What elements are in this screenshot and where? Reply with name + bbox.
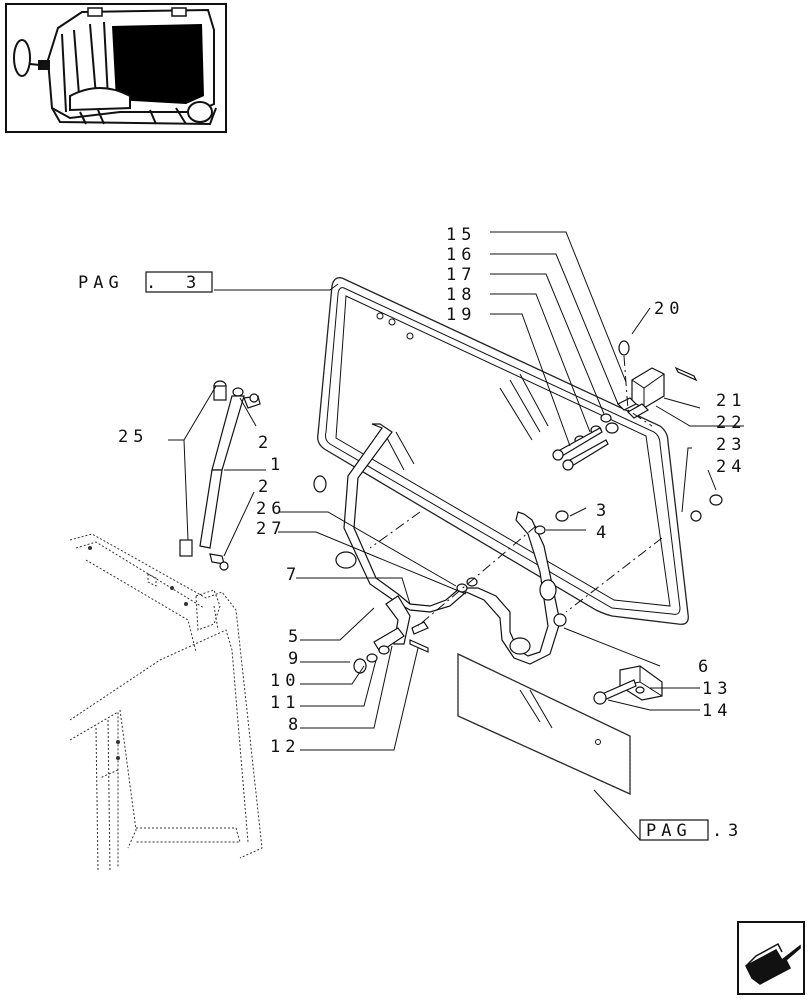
label-1: 1 [270, 455, 285, 475]
label-27: 27 [256, 519, 286, 539]
label-17: 17 [446, 265, 476, 285]
label-20: 20 [654, 299, 684, 319]
callout-labels: 15 16 17 18 19 20 21 22 23 24 25 2 1 2 2… [118, 225, 746, 757]
page-ref-bottom-prefix: PAG [646, 821, 692, 841]
next-page-arrow-icon[interactable] [737, 921, 805, 995]
page-ref-top-num: 3 [186, 273, 201, 293]
label-2-lower: 2 [258, 477, 273, 497]
label-21: 21 [716, 391, 746, 411]
label-24: 24 [716, 457, 746, 477]
page-ref-bottom-num: 3 [728, 821, 743, 841]
label-7: 7 [286, 565, 301, 585]
label-4: 4 [596, 523, 611, 543]
label-19: 19 [446, 305, 476, 325]
label-13: 13 [702, 679, 732, 699]
page-ref-top[interactable]: PAG . 3 [78, 271, 213, 293]
label-2-upper: 2 [258, 433, 273, 453]
label-3: 3 [596, 501, 611, 521]
page-ref-top-sep: . [146, 273, 161, 293]
label-23: 23 [716, 435, 746, 455]
label-18: 18 [446, 285, 476, 305]
label-6: 6 [698, 657, 713, 677]
lower-hinge-assembly [593, 494, 723, 705]
side-glass-panel [457, 652, 631, 796]
label-10: 10 [270, 671, 300, 691]
gas-strut [179, 380, 261, 571]
label-26: 26 [256, 499, 286, 519]
handle-assembly [313, 423, 663, 674]
rear-glass-window [317, 277, 689, 625]
page-ref-top-prefix: PAG [78, 273, 124, 293]
label-5: 5 [288, 627, 303, 647]
label-16: 16 [446, 245, 476, 265]
label-25: 25 [118, 427, 148, 447]
label-11: 11 [270, 693, 300, 713]
label-8: 8 [288, 715, 303, 735]
page-ref-bottom[interactable]: PAG . 3 [639, 819, 743, 841]
cab-frame [69, 533, 263, 873]
upper-hinge-assembly [552, 340, 698, 471]
page-ref-bottom-sep: . [712, 821, 727, 841]
tractor-cab-thumbnail-icon [5, 3, 227, 133]
label-12: 12 [270, 737, 300, 757]
label-9: 9 [288, 649, 303, 669]
label-14: 14 [702, 701, 732, 721]
leader-lines [168, 231, 744, 841]
label-15: 15 [446, 225, 476, 245]
label-22: 22 [716, 413, 746, 433]
